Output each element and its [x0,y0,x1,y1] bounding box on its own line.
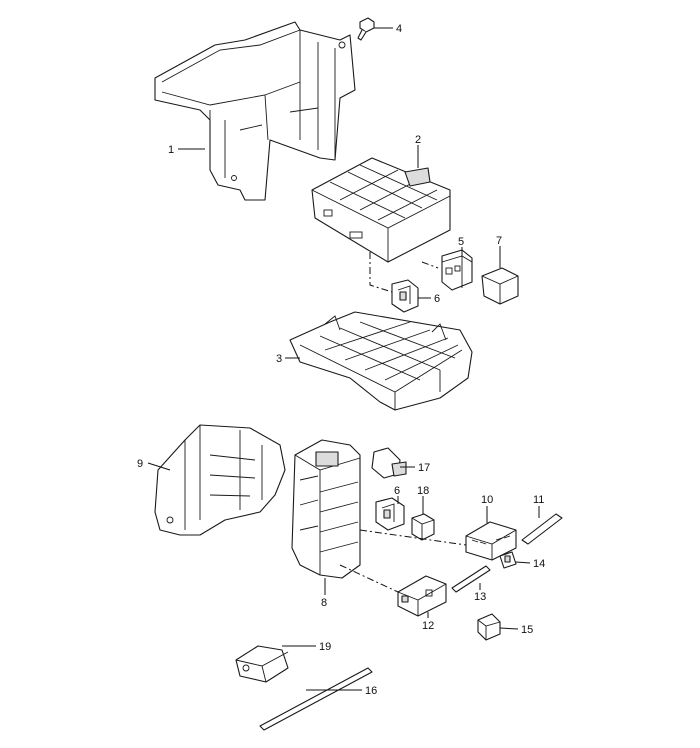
part-3-lower-tray [289,311,473,411]
part-15-end-connector [477,613,501,641]
callout-labels: 1 2 3 4 5 6 6 7 8 9 10 11 12 13 14 15 16… [137,23,545,697]
callout-6-lower: 6 [394,485,400,497]
callout-16: 16 [365,685,377,697]
part-18-mini-relay [411,513,435,541]
part-8-fuse-box [291,439,361,579]
part-14-small-connector [499,551,517,569]
part-9-side-frame [154,424,286,536]
callout-2: 2 [415,134,421,146]
callout-15: 15 [521,624,533,636]
leader-lines [147,27,540,691]
callout-19: 19 [319,641,331,653]
part-6-upper-fuse-holder [391,279,419,313]
callout-17: 17 [418,462,430,474]
part-19-housing-clip [235,645,289,683]
part-16-long-rod [259,667,373,731]
part-11-bus-bar [521,513,563,545]
callout-11: 11 [533,494,544,506]
part-2-relay-carrier [311,157,451,263]
callout-3: 3 [276,353,282,365]
part-6-lower-fuse-holder [375,497,405,531]
callout-14: 14 [533,558,545,570]
part-10-relay-plate [465,521,517,561]
callout-10: 10 [481,494,493,506]
part-12-fuse-block [397,575,447,617]
connection-lines [339,252,467,593]
part-5-relay-socket [441,249,473,291]
callout-18: 18 [417,485,429,497]
part-7-relay [481,267,519,305]
callout-1: 1 [168,144,174,156]
callout-9: 9 [137,458,143,470]
callout-4: 4 [396,23,402,35]
callout-12: 12 [422,620,434,632]
part-17-connector-plug [371,447,407,479]
callout-13: 13 [474,591,486,603]
callout-6-upper: 6 [434,293,440,305]
callout-7: 7 [496,235,502,247]
callout-8: 8 [321,597,327,609]
part-13-pin-strip [451,565,491,593]
callout-5: 5 [458,236,464,248]
part-1-bracket-housing [154,21,356,201]
part-4-screw [357,17,375,41]
